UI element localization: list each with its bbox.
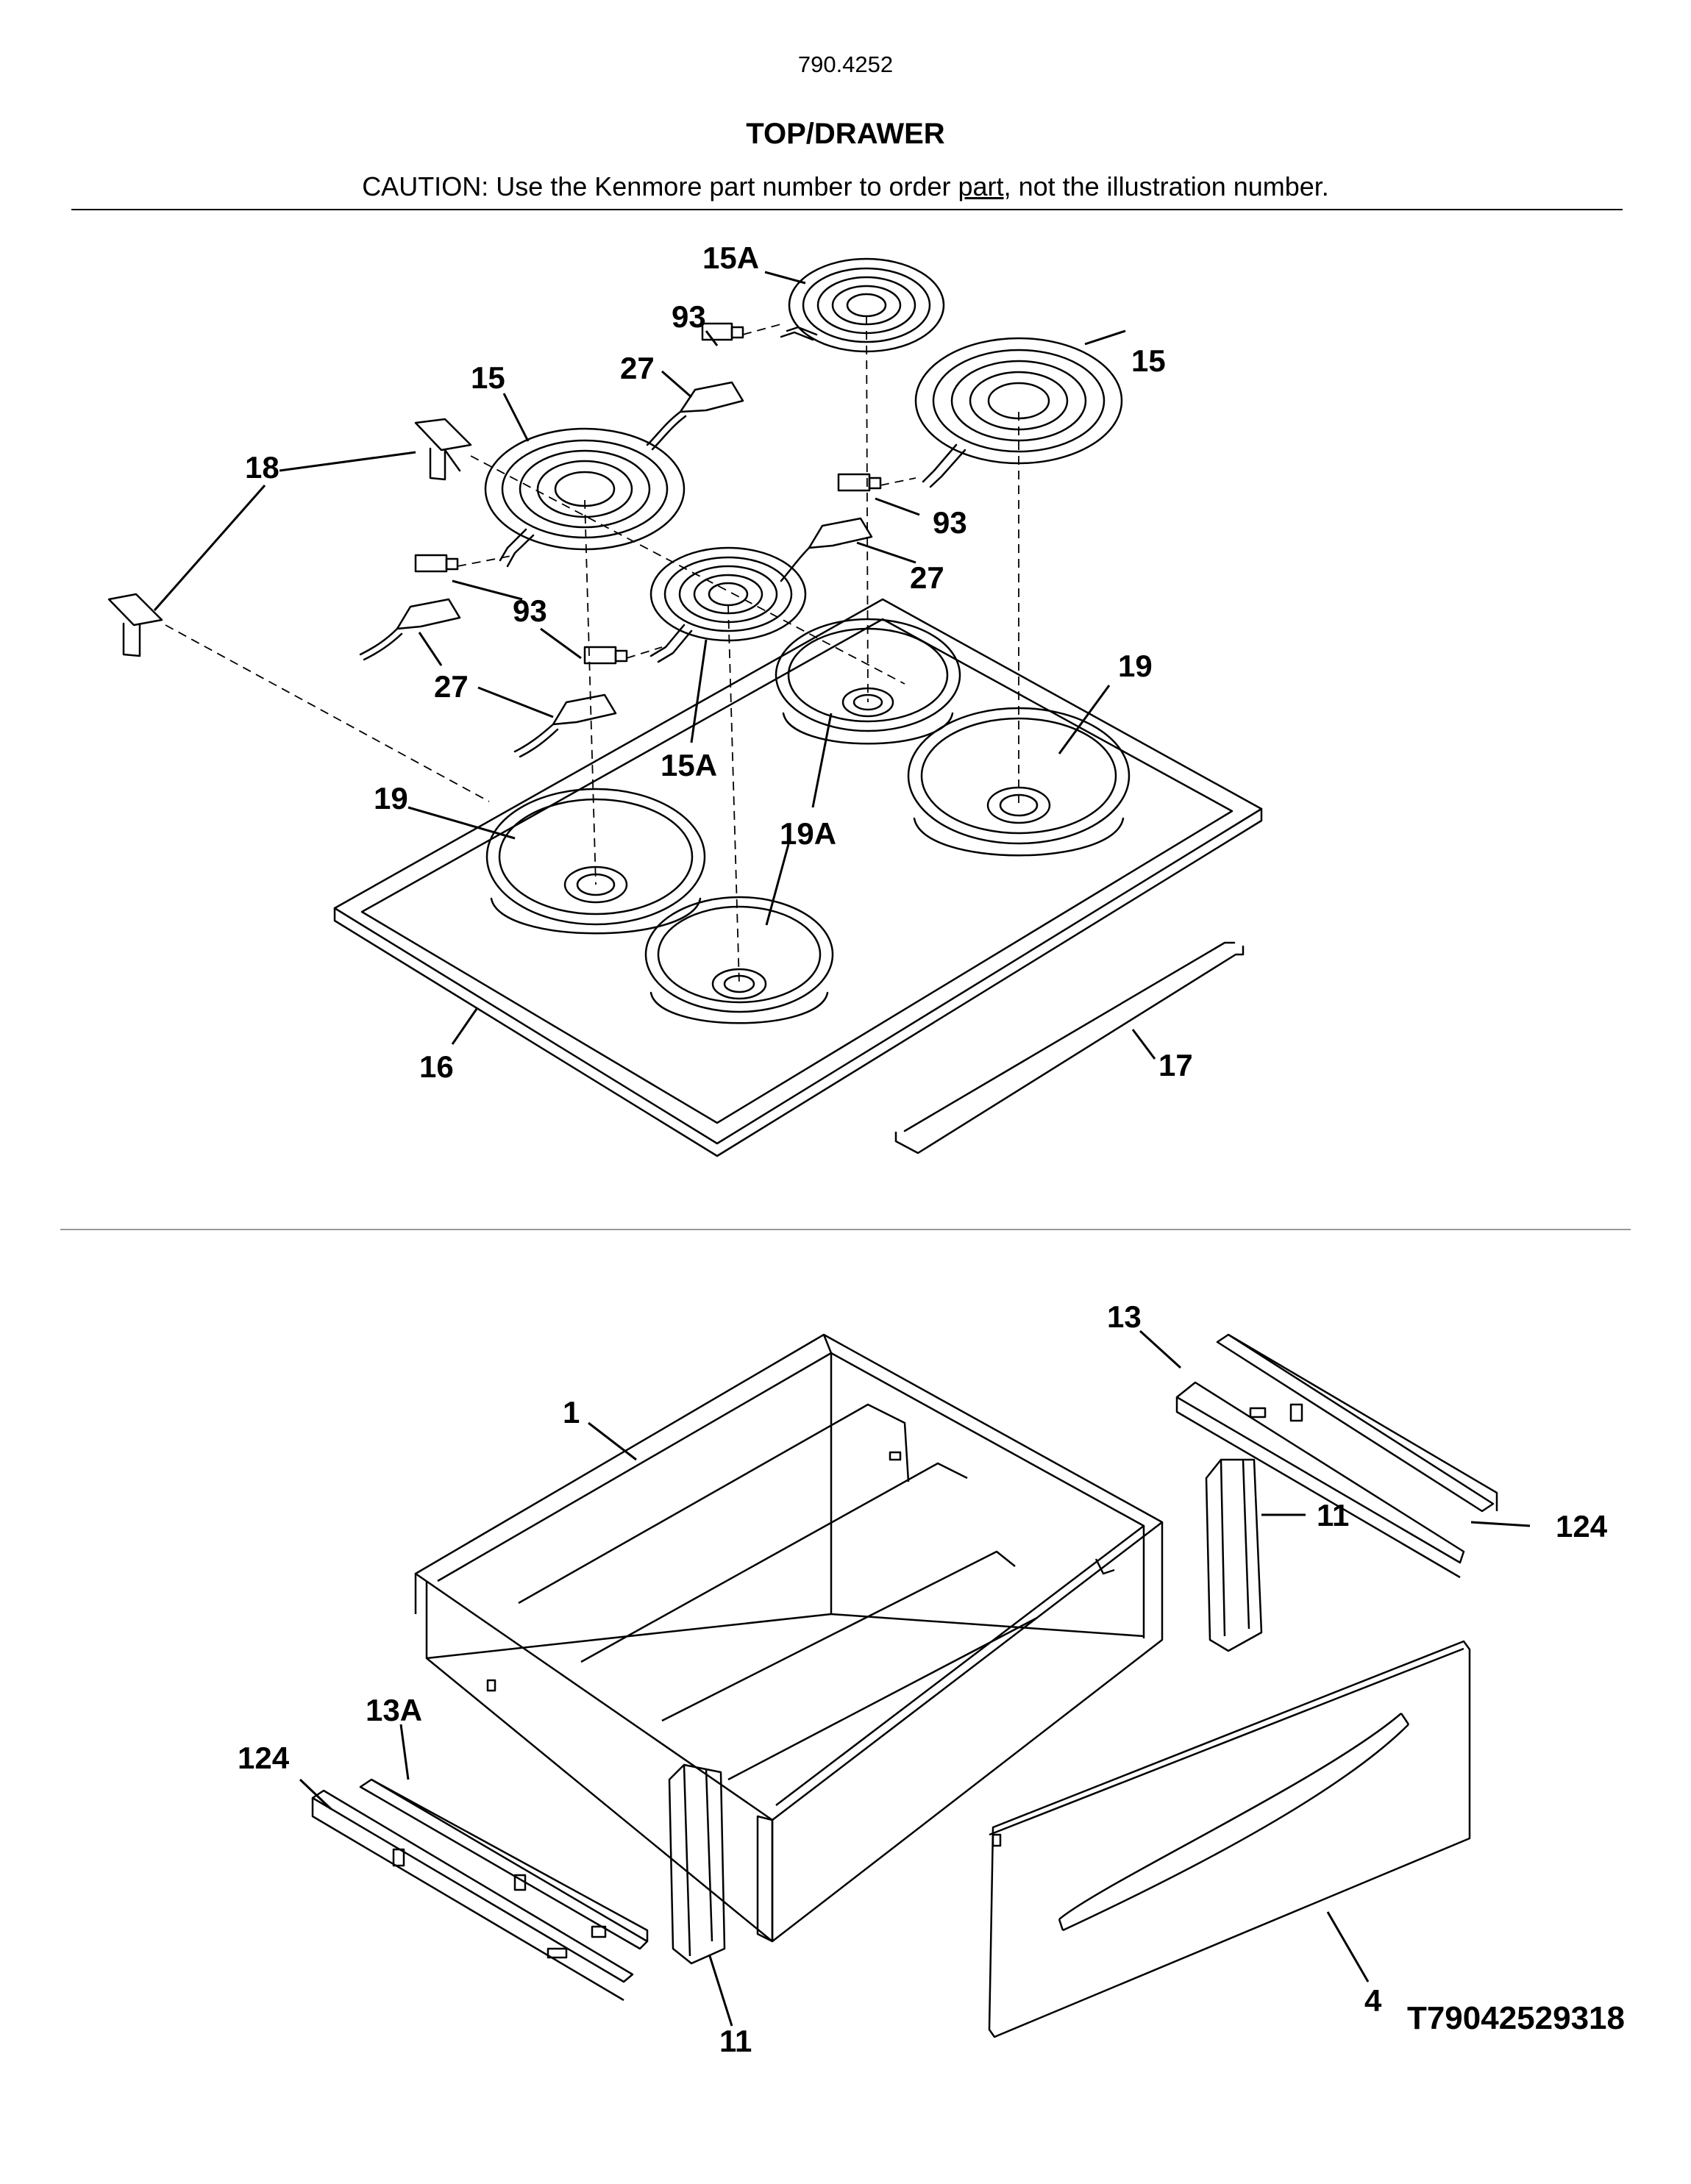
- page-title: TOP/DRAWER: [746, 118, 945, 150]
- callout-124-left: 124: [238, 1741, 290, 1775]
- surface-element-15a-top: [780, 257, 945, 353]
- trim-rod: [894, 945, 1245, 1155]
- header-divider: [71, 209, 1623, 210]
- callout-15a-top: 15A: [702, 240, 759, 275]
- receptacle-left: [359, 554, 461, 661]
- callout-13a: 13A: [366, 1693, 422, 1727]
- drip-bowl-left: [485, 788, 706, 935]
- surface-element-15-right: [914, 337, 1123, 488]
- callout-13: 13: [1107, 1299, 1142, 1334]
- callout-124-right: 124: [1556, 1509, 1608, 1544]
- receptacle-front: [513, 646, 628, 758]
- callout-11-right: 11: [1317, 1498, 1349, 1532]
- drawer-bracket-left: [668, 1763, 726, 1965]
- callout-19-left: 19: [374, 781, 408, 816]
- drip-bowl-front: [644, 896, 834, 1024]
- callout-19a: 19A: [780, 816, 836, 851]
- bracket-upper: [414, 418, 472, 481]
- callout-93-c: 93: [513, 593, 547, 628]
- callout-11-left: 11: [719, 2024, 752, 2058]
- callout-19-right: 19: [1118, 649, 1153, 683]
- callout-93-a: 93: [672, 299, 706, 334]
- receptacle-upper: [646, 322, 744, 451]
- drip-bowl-back: [775, 618, 961, 745]
- surface-element-15-left: [484, 427, 686, 568]
- caution-link[interactable]: part: [958, 171, 1004, 201]
- callout-16: 16: [419, 1049, 454, 1084]
- drawer-slide-right: [1175, 1333, 1498, 1579]
- callout-1: 1: [563, 1395, 580, 1430]
- callout-27-a: 27: [620, 351, 655, 385]
- callout-93-b: 93: [933, 505, 967, 540]
- model-number: 790.4252: [797, 51, 894, 77]
- callout-17: 17: [1158, 1048, 1193, 1082]
- caution-note: CAUTION: Use the Kenmore part number to …: [0, 171, 1691, 202]
- diagram-code: T79042529318: [1406, 2000, 1625, 2036]
- receptacle-right: [780, 473, 882, 582]
- callout-15-right: 15: [1131, 343, 1166, 378]
- callout-27-c: 27: [434, 669, 469, 704]
- callout-18: 18: [245, 450, 280, 485]
- callout-15-left: 15: [471, 360, 505, 395]
- drawer-bracket-right: [1205, 1458, 1263, 1652]
- surface-element-15a-mid: [649, 546, 807, 663]
- drawer-front: [988, 1640, 1471, 2038]
- callout-27-b: 27: [910, 560, 944, 595]
- caution-text: CAUTION: Use the Kenmore part number to …: [362, 171, 958, 201]
- caution-text-end: , not the illustration number.: [1003, 171, 1329, 201]
- cooktop-panel: [333, 598, 1263, 1157]
- callout-4: 4: [1364, 1983, 1382, 2018]
- drawer-body: [414, 1333, 1164, 1943]
- section-divider: [60, 1229, 1631, 1230]
- drawer-slide-left: [311, 1778, 649, 2002]
- callout-15a-mid: 15A: [661, 748, 717, 782]
- bracket-lower: [107, 593, 163, 657]
